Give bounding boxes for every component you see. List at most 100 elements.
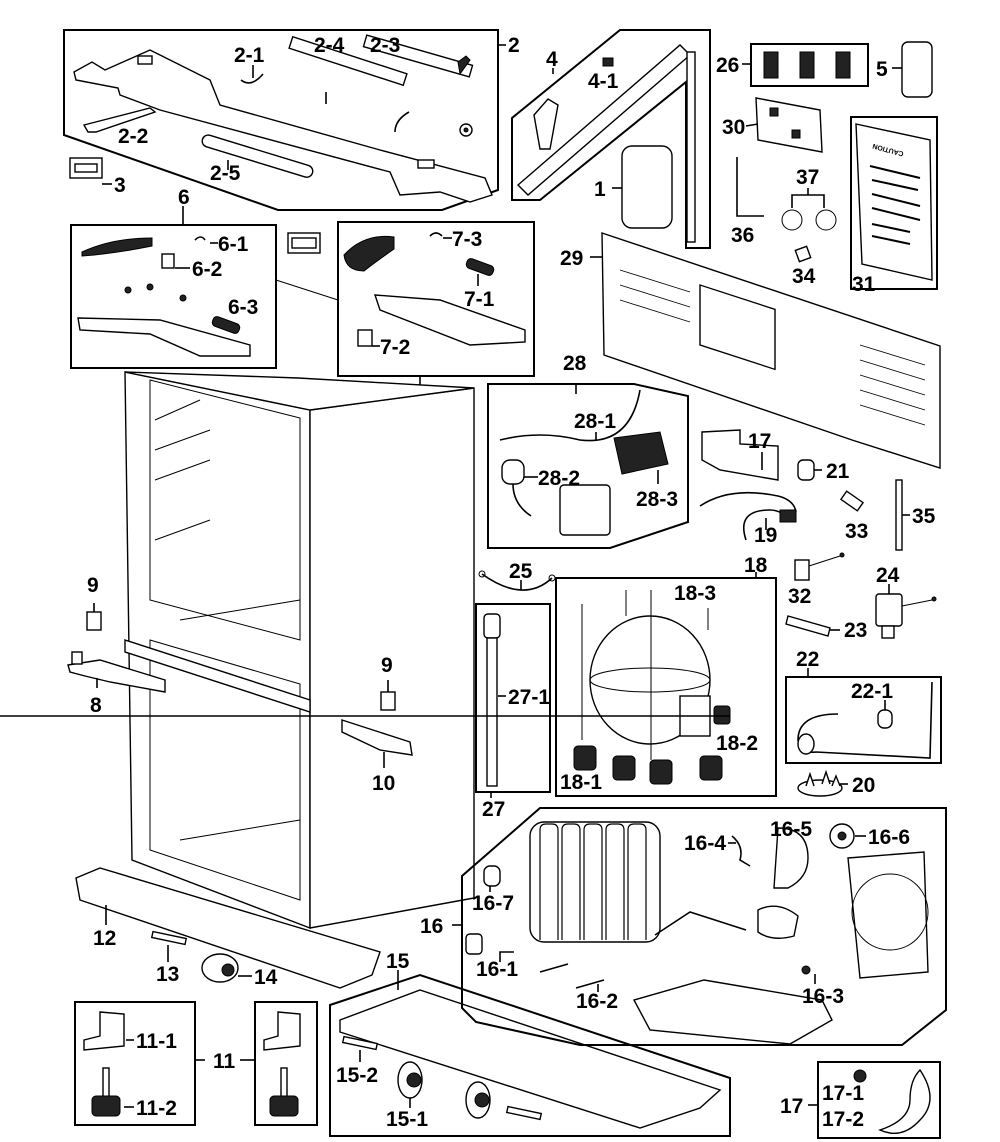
clip-26-part[interactable]	[763, 51, 779, 79]
callout-6-2[interactable]: 6-2	[192, 258, 222, 281]
hinge-plate-part[interactable]	[77, 317, 251, 357]
callout-6-1[interactable]: 6-1	[218, 233, 249, 256]
callout-2-3[interactable]: 2-3	[370, 34, 400, 57]
callout-27[interactable]: 27	[482, 798, 505, 821]
bushing-9-part[interactable]	[86, 611, 102, 631]
callout-14[interactable]: 14	[254, 966, 278, 989]
grommet-part[interactable]	[612, 755, 636, 781]
callout-9[interactable]: 9	[381, 654, 393, 677]
callout-13[interactable]: 13	[156, 963, 179, 986]
callout-6[interactable]: 6	[178, 186, 190, 209]
bushing-part[interactable]	[465, 933, 483, 955]
grommet-part[interactable]	[699, 755, 723, 781]
harness-19-part[interactable]	[699, 491, 797, 513]
callout-2-5[interactable]: 2-5	[210, 162, 241, 185]
hinge-plate-7-part[interactable]	[374, 294, 526, 346]
callout-34[interactable]: 34	[792, 265, 816, 288]
damper-17-part[interactable]	[701, 429, 779, 481]
callout-15[interactable]: 15	[386, 950, 410, 973]
clip-34-part[interactable]	[794, 245, 812, 263]
motor-holder-part[interactable]	[757, 905, 799, 939]
bottom-cover-15-part[interactable]	[339, 989, 722, 1129]
callout-16-3[interactable]: 16-3	[802, 985, 844, 1008]
callout-15-2[interactable]: 15-2	[336, 1064, 378, 1087]
e-ring-37-part[interactable]	[815, 209, 837, 231]
callout-17-1[interactable]: 17-1	[822, 1082, 864, 1105]
callout-35[interactable]: 35	[912, 505, 936, 528]
callout-17-2[interactable]: 17-2	[822, 1108, 864, 1131]
caution-label-31-part[interactable]	[855, 123, 933, 281]
base-rail-12-part[interactable]	[75, 867, 381, 989]
callout-17[interactable]: 17	[780, 1095, 803, 1118]
callout-18-1[interactable]: 18-1	[560, 771, 602, 794]
bushing-16-7-part[interactable]	[483, 865, 501, 887]
fan-blade-17-2-part[interactable]	[878, 1068, 931, 1134]
sensor-16-4-part[interactable]	[731, 835, 751, 867]
overload-part[interactable]	[559, 484, 611, 536]
callout-20[interactable]: 20	[852, 774, 875, 797]
callout-36[interactable]: 36	[731, 224, 754, 247]
wire-part[interactable]	[394, 111, 410, 133]
wire-2-1-part[interactable]	[240, 73, 264, 84]
callout-16-5[interactable]: 16-5	[770, 818, 812, 841]
callout-26[interactable]: 26	[716, 54, 739, 77]
hinge-cover-7-part[interactable]	[343, 235, 395, 272]
callout-32[interactable]: 32	[788, 585, 811, 608]
callout-18[interactable]: 18	[744, 554, 768, 577]
evaporator-16-part[interactable]	[529, 821, 661, 943]
tube-27-1-part[interactable]	[486, 637, 498, 787]
callout-22-1[interactable]: 22-1	[851, 680, 893, 703]
rail-2-4-part[interactable]	[288, 35, 408, 87]
axle-part[interactable]	[505, 1105, 543, 1121]
spring-17-1-part[interactable]	[853, 1069, 867, 1083]
callout-22[interactable]: 22	[796, 648, 819, 671]
hinge-cover-part[interactable]	[81, 237, 153, 257]
callout-6-3[interactable]: 6-3	[228, 296, 258, 319]
callout-2[interactable]: 2	[508, 34, 520, 57]
callout-11-2[interactable]: 11-2	[136, 1097, 177, 1120]
callout-18-3[interactable]: 18-3	[674, 582, 716, 605]
leg-bracket-part[interactable]	[263, 1011, 301, 1051]
callout-28[interactable]: 28	[563, 352, 587, 375]
callout-16-1[interactable]: 16-1	[476, 958, 518, 981]
callout-18-2[interactable]: 18-2	[716, 732, 758, 755]
screw-part[interactable]	[457, 55, 471, 76]
block-7-2-part[interactable]	[357, 329, 373, 347]
callout-37[interactable]: 37	[796, 166, 819, 189]
bushing-9-part[interactable]	[380, 691, 396, 711]
allen-key-36-part[interactable]	[736, 157, 764, 217]
callout-11[interactable]: 11	[213, 1050, 236, 1073]
bushing-21-part[interactable]	[797, 459, 815, 481]
callout-15-1[interactable]: 15-1	[386, 1108, 428, 1131]
hinge-10-part[interactable]	[341, 719, 413, 756]
pcb-30-part[interactable]	[755, 97, 823, 153]
block-6-2-part[interactable]	[161, 253, 175, 269]
grommet-part[interactable]	[649, 759, 673, 785]
fan-motor-16-5-part[interactable]	[773, 827, 809, 889]
valve-24-part[interactable]	[875, 593, 903, 627]
callout-10[interactable]: 10	[372, 772, 395, 795]
callout-30[interactable]: 30	[722, 116, 745, 139]
bracket-16-2-part[interactable]	[539, 963, 605, 989]
leg-foot-part[interactable]	[269, 1095, 299, 1117]
cover-5-part[interactable]	[901, 41, 933, 98]
callout-31[interactable]: 31	[852, 273, 876, 296]
leg-bracket-11-1-part[interactable]	[83, 1011, 125, 1051]
callout-16-7[interactable]: 16-7	[472, 892, 514, 915]
drain-pan-part[interactable]	[632, 979, 833, 1045]
callout-19[interactable]: 19	[754, 524, 777, 547]
callout-4[interactable]: 4	[546, 48, 558, 71]
bar-23-part[interactable]	[785, 615, 831, 637]
clip-22-1-part[interactable]	[877, 709, 893, 729]
top-cover-part[interactable]	[73, 49, 493, 203]
callout-3[interactable]: 3	[114, 174, 126, 197]
callout-27-1[interactable]: 27-1	[508, 686, 550, 709]
callout-23[interactable]: 23	[844, 619, 867, 642]
grommet-18-1-part[interactable]	[573, 745, 597, 771]
callout-16-6[interactable]: 16-6	[868, 826, 910, 849]
callout-16-4[interactable]: 16-4	[684, 832, 726, 855]
tube-35-part[interactable]	[895, 479, 903, 551]
callout-12[interactable]: 12	[93, 927, 116, 950]
callout-7-3[interactable]: 7-3	[452, 228, 482, 251]
callout-2-1[interactable]: 2-1	[234, 44, 265, 67]
